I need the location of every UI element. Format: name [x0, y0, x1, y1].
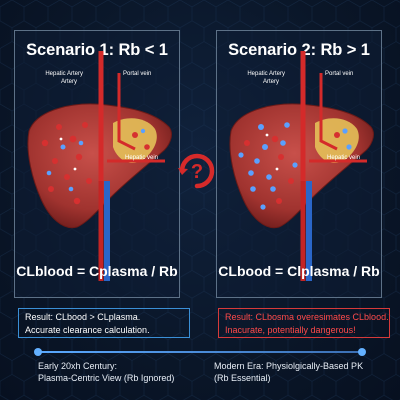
scenario-2-panel: Scenario 2: Rb > 1 H	[216, 30, 382, 298]
era-line: Modern Era: Physiolgically-Based PK	[214, 361, 364, 371]
result-box-right: Result: CLbosma overesimates CLblood. In…	[218, 308, 390, 338]
scenario-1-panel: Scenario 1: Rb < 1 Hepatic	[14, 30, 180, 298]
result-line: Accurate clearance calculation.	[25, 324, 150, 335]
hepatic-vein-label: Hepatic vein	[327, 155, 360, 161]
refresh-question-icon: ?	[178, 153, 215, 189]
result-line: Result: CLbood > CLplasma.	[25, 312, 141, 322]
result-line: Inacurate, potentially dangerous!	[225, 324, 356, 335]
liver-illustration: Hepatic Artery Artery Portal vein Hepati…	[27, 51, 172, 281]
portal-vein-label: Portal vein	[123, 71, 151, 77]
era-line: (Rb Essential)	[214, 373, 271, 383]
portal-vein-vessel	[117, 73, 136, 151]
blood-cells	[41, 122, 150, 205]
artery-label: Artery	[61, 79, 77, 85]
era-left: Early 20xh Century: Plasma-Centric View …	[38, 360, 174, 384]
formula: CLblood = Cplasma / Rb	[16, 263, 178, 279]
blood-cells	[238, 122, 352, 210]
liver-illustration: Hepatic Artery Artery Portal vein Hepati…	[229, 51, 374, 281]
hepatic-artery-label: Hepatic Artery	[45, 71, 83, 77]
question-mark: ?	[191, 161, 203, 183]
era-right: Modern Era: Physiolgically-Based PK (Rb …	[214, 360, 363, 384]
era-line: Plasma-Centric View (Rb Ignored)	[38, 373, 175, 383]
hepatic-artery-label: Hepatic Artery	[247, 71, 285, 77]
gallbladder	[315, 118, 359, 164]
portal-vein-vessel	[319, 73, 338, 151]
artery-label: Artery	[263, 79, 279, 85]
era-line: Early 20xh Century:	[38, 361, 118, 371]
result-box-left: Result: CLbood > CLplasma. Accurate clea…	[18, 308, 190, 338]
timeline-line	[38, 351, 362, 353]
scenario-title: Scenario 1: Rb < 1	[26, 41, 168, 59]
hepatic-vein-label: Hepatic vein	[125, 155, 158, 161]
formula: CLbood = Clplasma / Rb	[218, 263, 380, 279]
portal-vein-label: Portal vein	[325, 71, 353, 77]
result-line: Result: CLbosma overesimates CLblood.	[225, 312, 389, 322]
timeline	[34, 348, 366, 356]
scenario-title: Scenario 2: Rb > 1	[228, 41, 370, 59]
timeline-end-dot	[358, 348, 366, 356]
timeline-start-dot	[34, 348, 42, 356]
gallbladder	[113, 118, 157, 164]
